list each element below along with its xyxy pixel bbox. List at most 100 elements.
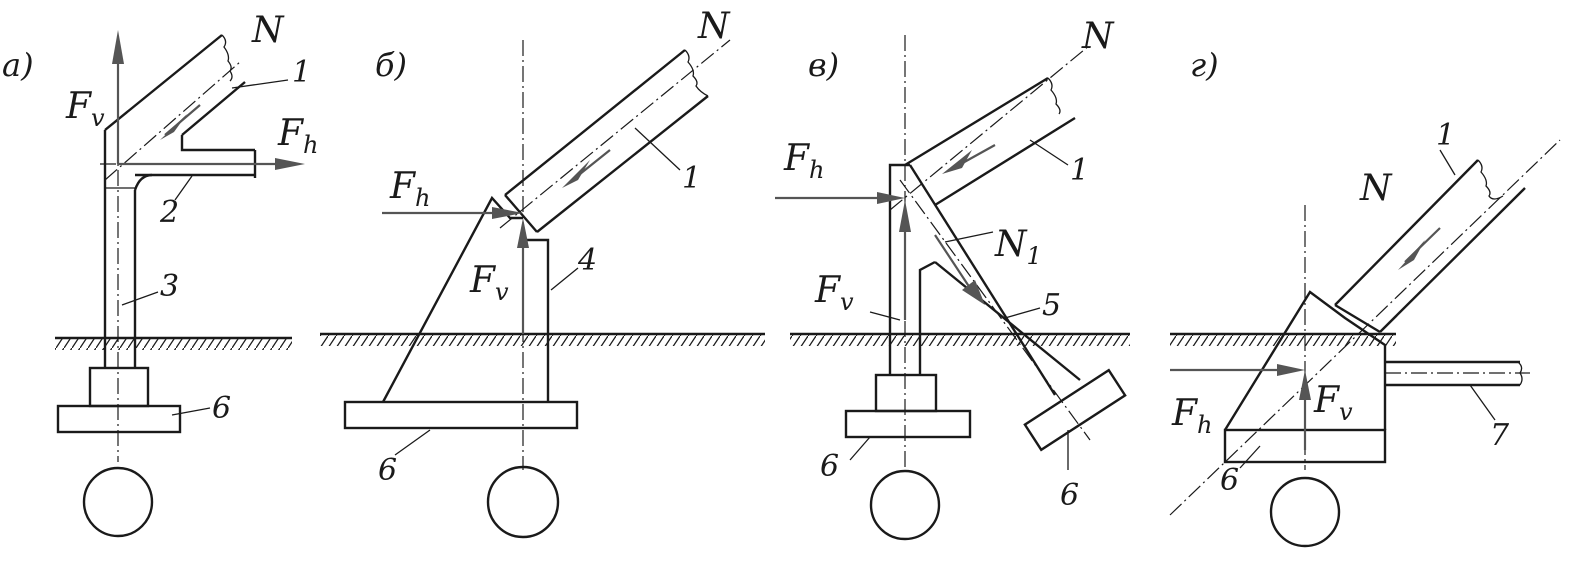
force-n-v-head [942,150,972,174]
member-1-bottom-a [181,81,246,136]
force-fv-g-head [1299,370,1311,400]
part-1-label-a: 1 [292,55,311,90]
pedestal-a [88,366,150,408]
force-fh-v-head [877,192,905,204]
member-1-top-a [104,34,223,131]
leader-2-a [174,175,193,201]
part-3-label-a: 3 [160,269,179,304]
force-n1-v-head [962,280,985,305]
force-fh-g-head [1277,364,1305,376]
panel-v-label: в) [808,46,839,84]
fh-label-v: Fh [783,138,824,184]
member-2-top-a [180,135,255,152]
leader-6-a [171,407,211,416]
fv-label-b: Fv [469,260,509,306]
part-1-label-v: 1 [1070,153,1089,188]
panel-b-label: б) [375,46,407,84]
member-3-fillet-a [133,173,153,191]
part-1-label-g: 1 [1436,118,1455,153]
leader-fv-v [869,311,901,321]
part-4-label-b: 4 [577,243,597,278]
member-1-bottom-v [934,116,1076,207]
part-2-label-a: 2 [159,195,179,230]
fv-label-a: Fv [65,86,105,132]
n-label-a: N [251,10,285,51]
ground-hatch-a [55,338,292,350]
leader-6-v [849,436,871,461]
leader-3-a [121,291,159,306]
part-6-label-a: 6 [212,391,231,426]
pile-circle-b [486,465,560,539]
member-5-right-v [934,261,1081,381]
force-n-a-head [160,114,187,140]
fh-label-g: Fh [1171,393,1212,439]
n-label-v: N [1081,16,1115,57]
member-1-bottom-b [536,95,709,233]
foundation-6-b [343,400,579,430]
force-n1-v [934,234,971,289]
break-1-a [221,34,233,82]
part-6b-label-v: 6 [1060,478,1079,513]
force-n-g-head [1398,240,1425,270]
force-n-b-head [562,160,590,188]
leader-6-b [394,429,431,456]
part-5-label-v: 5 [1042,288,1061,323]
force-fh-a-head [275,158,305,170]
panel-b: б) Fh Fv N 1 4 6 [320,6,765,539]
axis-d-g [1169,139,1561,516]
member-5-left-v [908,164,1057,396]
member-1-end-b [504,194,538,233]
break-7-g [1517,361,1523,386]
n-label-g: N [1359,168,1393,209]
part-6-label-b: 6 [378,453,397,488]
post-right-v [918,260,936,375]
force-fv-a-head [112,30,124,64]
post-left-v [888,163,910,375]
panel-a-label: а) [2,46,34,84]
fv-label-g: Fv [1313,380,1353,426]
member-1-top-b [504,49,686,196]
force-fh-b-head [492,207,523,219]
leader-4-b [550,267,579,291]
part-1-label-b: 1 [682,161,701,196]
part-7-label-g: 7 [1490,418,1510,453]
force-fv-v-head [899,200,911,232]
leader-1-g [1439,149,1456,176]
pile-circle-g [1269,476,1341,548]
n-label-b: N [697,6,731,47]
part-6-label-v: 6 [820,449,839,484]
ground-hatch-v [790,334,1130,346]
panel-a: а) Fv N [2,10,318,538]
axis-d-b [499,39,731,229]
axis-d-v [889,44,1091,211]
foundation-6-a [56,404,182,434]
member-1-top-g [1334,159,1479,306]
leader-7-g [1469,384,1496,421]
break-1-b [684,49,709,97]
ground-hatch-b [320,334,765,346]
foundation-6-v [844,409,972,439]
fh-label-a: Fh [277,113,318,159]
fh-label-b: Fh [389,166,430,212]
member-1-top-v [904,76,1049,167]
ground-hatch-g [1170,334,1396,346]
leader-1-v [1029,139,1069,166]
break-1-g [1477,159,1504,200]
break-1-v [1047,77,1061,115]
part-6-label-g: 6 [1220,463,1239,498]
panel-g-label: г) [1190,46,1219,84]
pedestal-v [874,373,938,413]
pile-circle-v [869,469,941,541]
block-left-b [381,195,523,403]
leader-5-v [1004,307,1041,319]
n1-label-v: N1 [994,224,1042,270]
leader-1-a [231,79,289,89]
pile-circle-a [82,466,154,538]
leader-n1-v [944,231,994,243]
block-right-b [523,238,550,402]
panel-v: в) Fh Fv N N1 1 [775,16,1130,541]
member-1-end-g [1334,303,1381,334]
member-1-bottom-g [1379,187,1526,333]
panel-g: г) Fh Fv N 1 7 6 [1169,46,1561,548]
